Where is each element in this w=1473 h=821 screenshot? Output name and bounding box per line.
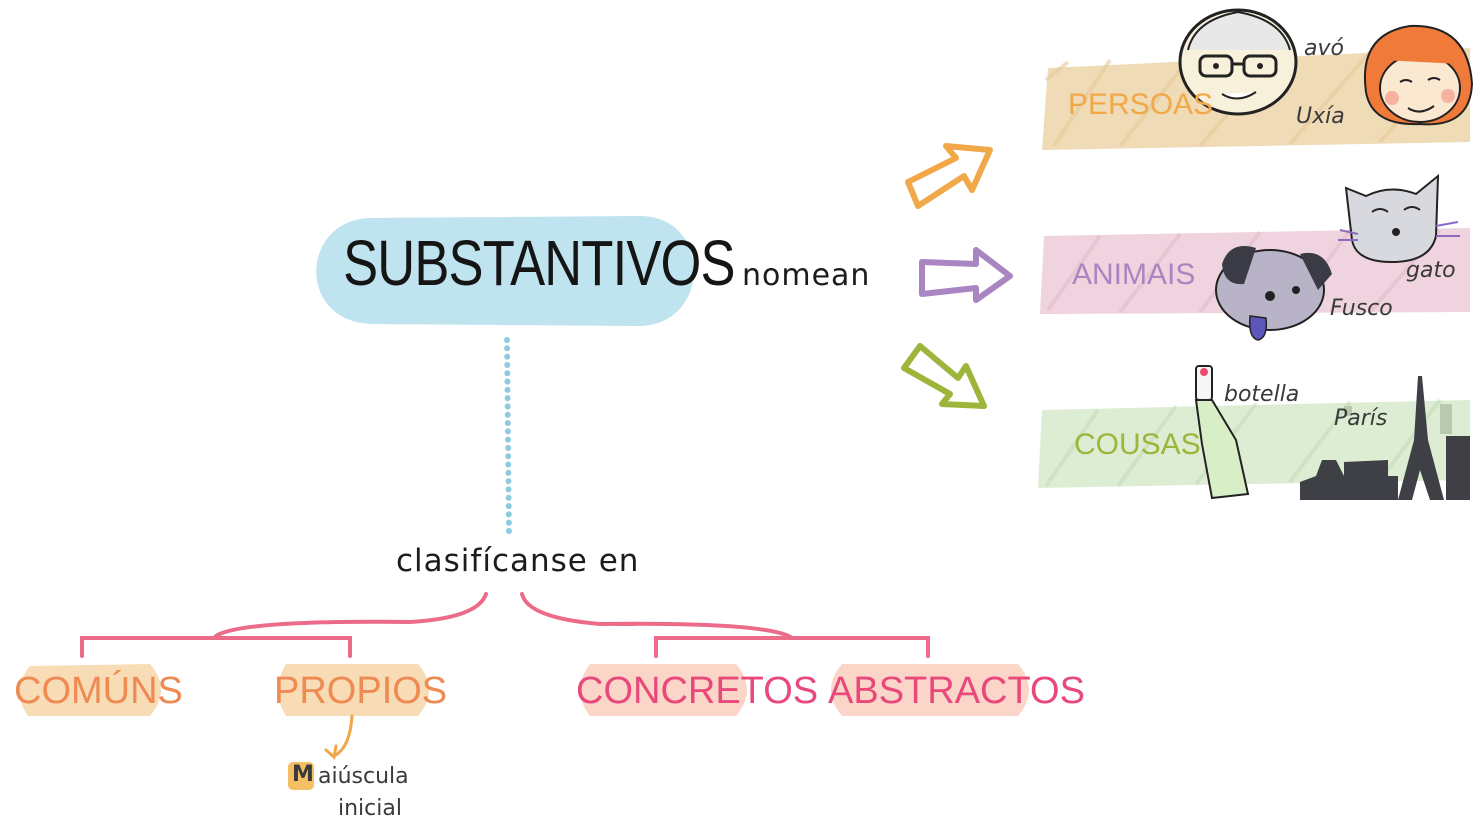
page-title: SUBSTANTIVOS bbox=[343, 227, 735, 299]
cat-face-icon bbox=[1338, 173, 1460, 264]
category-label-animais: ANIMAIS bbox=[1072, 258, 1196, 291]
example-botella: botella bbox=[1224, 382, 1300, 407]
pill-abstractos-bg bbox=[831, 664, 1029, 716]
bottle-icon bbox=[1194, 365, 1250, 500]
arrow-purple-icon bbox=[919, 247, 1013, 303]
pill-comuns-bg bbox=[19, 664, 162, 716]
example-fusco: Fusco bbox=[1330, 296, 1393, 321]
class-label-concretos: CONCRETOS bbox=[576, 670, 819, 712]
pill-concretos-bg bbox=[580, 664, 747, 716]
class-label-propios: PROPIOS bbox=[274, 670, 448, 712]
class-label-abstractos: ABSTRACTOS bbox=[828, 670, 1085, 712]
class-label-comuns: COMÚNS bbox=[14, 670, 183, 712]
m-badge bbox=[288, 762, 314, 790]
note-arrow-icon bbox=[324, 714, 354, 760]
arrow-green-icon bbox=[901, 343, 987, 409]
example-paris: París bbox=[1334, 406, 1388, 431]
example-uxia: Uxía bbox=[1296, 104, 1345, 129]
category-label-cousas: COUSAS bbox=[1074, 428, 1201, 461]
classification-branches bbox=[80, 592, 930, 658]
pill-propios-bg bbox=[278, 664, 429, 716]
paris-skyline-icon bbox=[1300, 376, 1470, 500]
note-initial: M bbox=[292, 762, 314, 787]
dotted-connector bbox=[504, 337, 512, 537]
grandfather-face-icon bbox=[1178, 8, 1298, 116]
girl-face-icon bbox=[1364, 24, 1473, 126]
dog-face-icon bbox=[1215, 246, 1332, 341]
connector-label-clasificanse: clasifícanse en bbox=[396, 543, 640, 579]
note-line2: inicial bbox=[338, 796, 402, 821]
note-line1: aiúscula bbox=[318, 764, 409, 789]
arrow-orange-icon bbox=[905, 143, 993, 209]
title-blob bbox=[316, 216, 694, 326]
connector-label-nomean: nomean bbox=[742, 258, 871, 293]
category-label-persoas: PERSOAS bbox=[1068, 88, 1214, 121]
example-gato: gato bbox=[1406, 258, 1456, 283]
example-avo: avó bbox=[1304, 36, 1344, 61]
